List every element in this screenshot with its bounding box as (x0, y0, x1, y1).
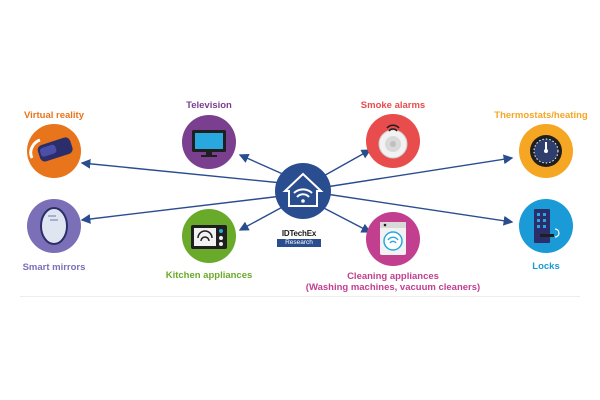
node-thermostats (519, 124, 573, 178)
label-television: Television (186, 100, 232, 111)
connector-arrows (80, 149, 514, 233)
node-smoke-alarms (366, 114, 420, 168)
smoke-alarm-icon (378, 124, 408, 159)
node-cleaning (366, 212, 420, 266)
arrow-smart-mirrors (80, 195, 283, 224)
washing-machine-icon (380, 222, 406, 255)
arrow-kitchen (238, 203, 289, 231)
logo-brand: IDTechEx (281, 229, 317, 238)
logo-sub: Research (277, 239, 321, 247)
tv-icon (192, 130, 226, 157)
label-virtual-reality: Virtual reality (23, 110, 85, 121)
smart-lock-icon (534, 209, 560, 243)
arrow-virtual-reality (80, 158, 283, 184)
arrow-television (238, 153, 286, 176)
node-smart-mirrors (27, 199, 81, 253)
mirror-icon (40, 207, 68, 245)
node-virtual-reality (27, 124, 81, 178)
label-cleaning: Cleaning appliances (347, 271, 439, 282)
arrow-cleaning (317, 204, 372, 233)
label-cleaning-sub: (Washing machines, vacuum cleaners) (305, 282, 481, 293)
oven-icon (191, 225, 227, 249)
label-kitchen: Kitchen appliances (165, 270, 253, 281)
node-locks (519, 199, 573, 253)
label-smoke-alarms: Smoke alarms (360, 100, 426, 111)
node-kitchen (182, 209, 236, 263)
label-locks: Locks (532, 261, 560, 272)
thermostat-icon (530, 135, 562, 167)
arrow-thermostats (325, 154, 514, 188)
hub-node (275, 163, 331, 219)
label-smart-mirrors: Smart mirrors (22, 262, 86, 273)
arrow-locks (325, 193, 514, 226)
divider (20, 296, 580, 297)
vr-headset-icon (29, 137, 73, 162)
idtechex-logo: IDTechEx Research (277, 229, 321, 247)
smart-home-icon (282, 172, 324, 207)
label-thermostats: Thermostats/heating (494, 110, 588, 121)
arrow-smoke-alarms (319, 149, 372, 179)
node-television (182, 115, 236, 169)
